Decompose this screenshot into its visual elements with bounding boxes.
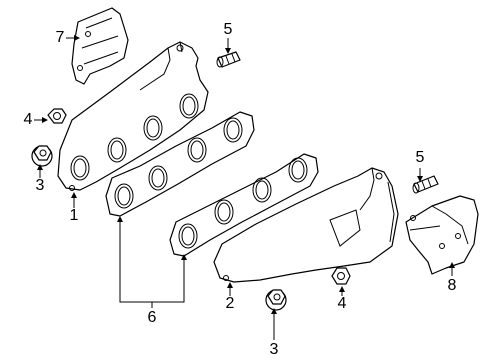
callout-3-upper: 3 — [36, 177, 45, 194]
callout-2: 2 — [226, 295, 235, 312]
callout-1: 1 — [70, 207, 79, 224]
gasket-right — [169, 153, 319, 257]
exhaust-manifold-left — [57, 41, 209, 191]
callout-8: 8 — [448, 277, 457, 294]
stud-lower — [412, 175, 439, 194]
flange-nut-lower — [265, 289, 287, 311]
callout-4-upper: 4 — [24, 111, 33, 128]
manifold-left-ports — [70, 93, 199, 181]
heat-shield-right — [405, 195, 479, 275]
callout-7: 7 — [56, 29, 65, 46]
stud-upper — [216, 51, 241, 68]
gasket-left — [105, 111, 255, 217]
callout-5-upper: 5 — [224, 21, 233, 38]
callout-6: 6 — [148, 309, 157, 326]
heat-shield-upper — [71, 7, 129, 85]
callout-4-lower: 4 — [338, 295, 347, 312]
callout-5-lower: 5 — [416, 149, 425, 166]
nut-lower — [331, 267, 351, 285]
leader-lines — [34, 35, 455, 340]
nut-upper — [47, 108, 67, 124]
flange-nut-upper — [31, 145, 53, 167]
callout-labels: 7 5 5 4 3 1 2 6 3 4 8 — [24, 21, 457, 358]
exhaust-manifold-right — [213, 167, 399, 283]
callout-3-lower: 3 — [270, 341, 279, 358]
